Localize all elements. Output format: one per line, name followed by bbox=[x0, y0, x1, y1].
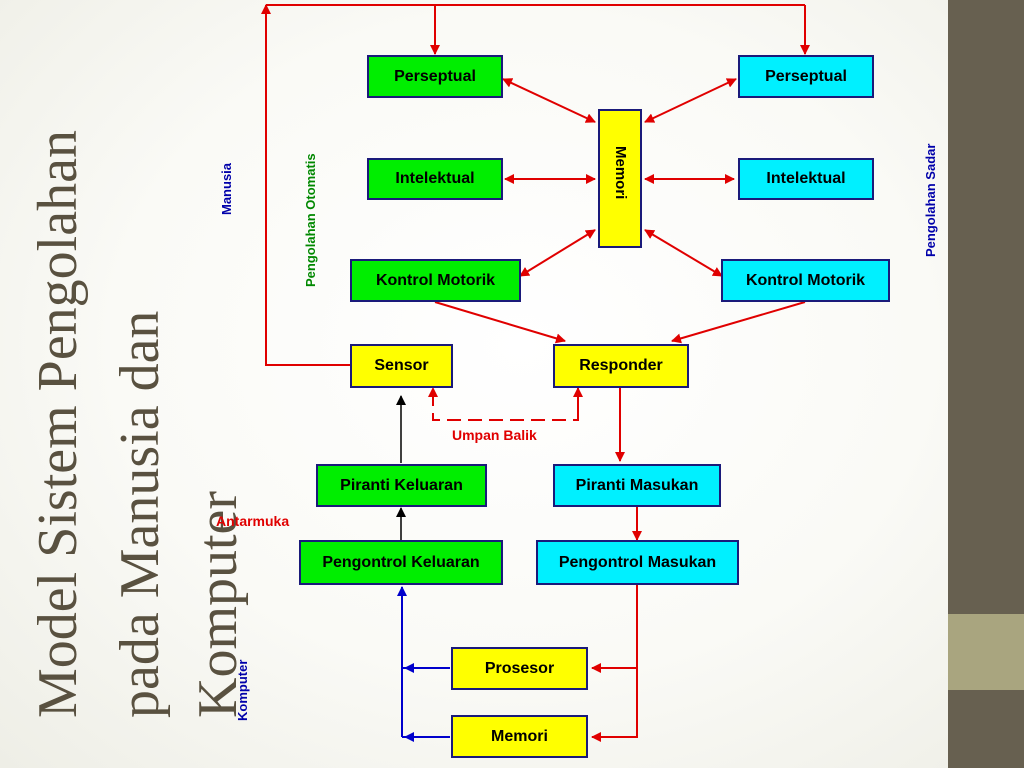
side-band-accent bbox=[948, 614, 1024, 690]
label-umpan-balik: Umpan Balik bbox=[452, 427, 537, 443]
box-pengontrol-keluaran: Pengontrol Keluaran bbox=[299, 540, 503, 585]
memori-manusia-label: Memori bbox=[612, 146, 629, 200]
box-memori-manusia bbox=[598, 109, 642, 248]
box-piranti-masukan: Piranti Masukan bbox=[553, 464, 721, 507]
sensor-loop-arrow bbox=[261, 4, 810, 366]
umpan-balik-arrow bbox=[428, 387, 579, 421]
box-piranti-keluaran: Piranti Keluaran bbox=[316, 464, 487, 507]
box-perseptual-otomatis: Perseptual bbox=[367, 55, 503, 98]
box-memori-komputer: Memori bbox=[451, 715, 588, 758]
label-pengolahan-sadar: Pengolahan Sadar bbox=[923, 143, 938, 257]
input-controller-to-processor-arrows bbox=[591, 585, 638, 742]
slide-background bbox=[0, 0, 948, 768]
box-perseptual-sadar: Perseptual bbox=[738, 55, 874, 98]
label-manusia: Manusia bbox=[219, 162, 234, 215]
box-sensor: Sensor bbox=[350, 344, 453, 388]
diagram-connectors bbox=[261, 4, 810, 742]
box-responder: Responder bbox=[553, 344, 689, 388]
box-pengontrol-masukan: Pengontrol Masukan bbox=[536, 540, 739, 585]
box-intelektual-sadar: Intelektual bbox=[738, 158, 874, 200]
box-intelektual-otomatis: Intelektual bbox=[367, 158, 503, 200]
label-komputer: Komputer bbox=[235, 659, 250, 721]
box-kontrol-motorik-otomatis: Kontrol Motorik bbox=[350, 259, 521, 302]
memory-arrows bbox=[502, 78, 737, 277]
label-pengolahan-otomatis: Pengolahan Otomatis bbox=[303, 153, 318, 287]
box-prosesor: Prosesor bbox=[451, 647, 588, 690]
motor-to-responder-arrows bbox=[434, 301, 806, 344]
box-kontrol-motorik-sadar: Kontrol Motorik bbox=[721, 259, 890, 302]
processor-to-output-controller-arrows bbox=[397, 586, 450, 742]
label-antarmuka: Antarmuka bbox=[216, 513, 290, 529]
